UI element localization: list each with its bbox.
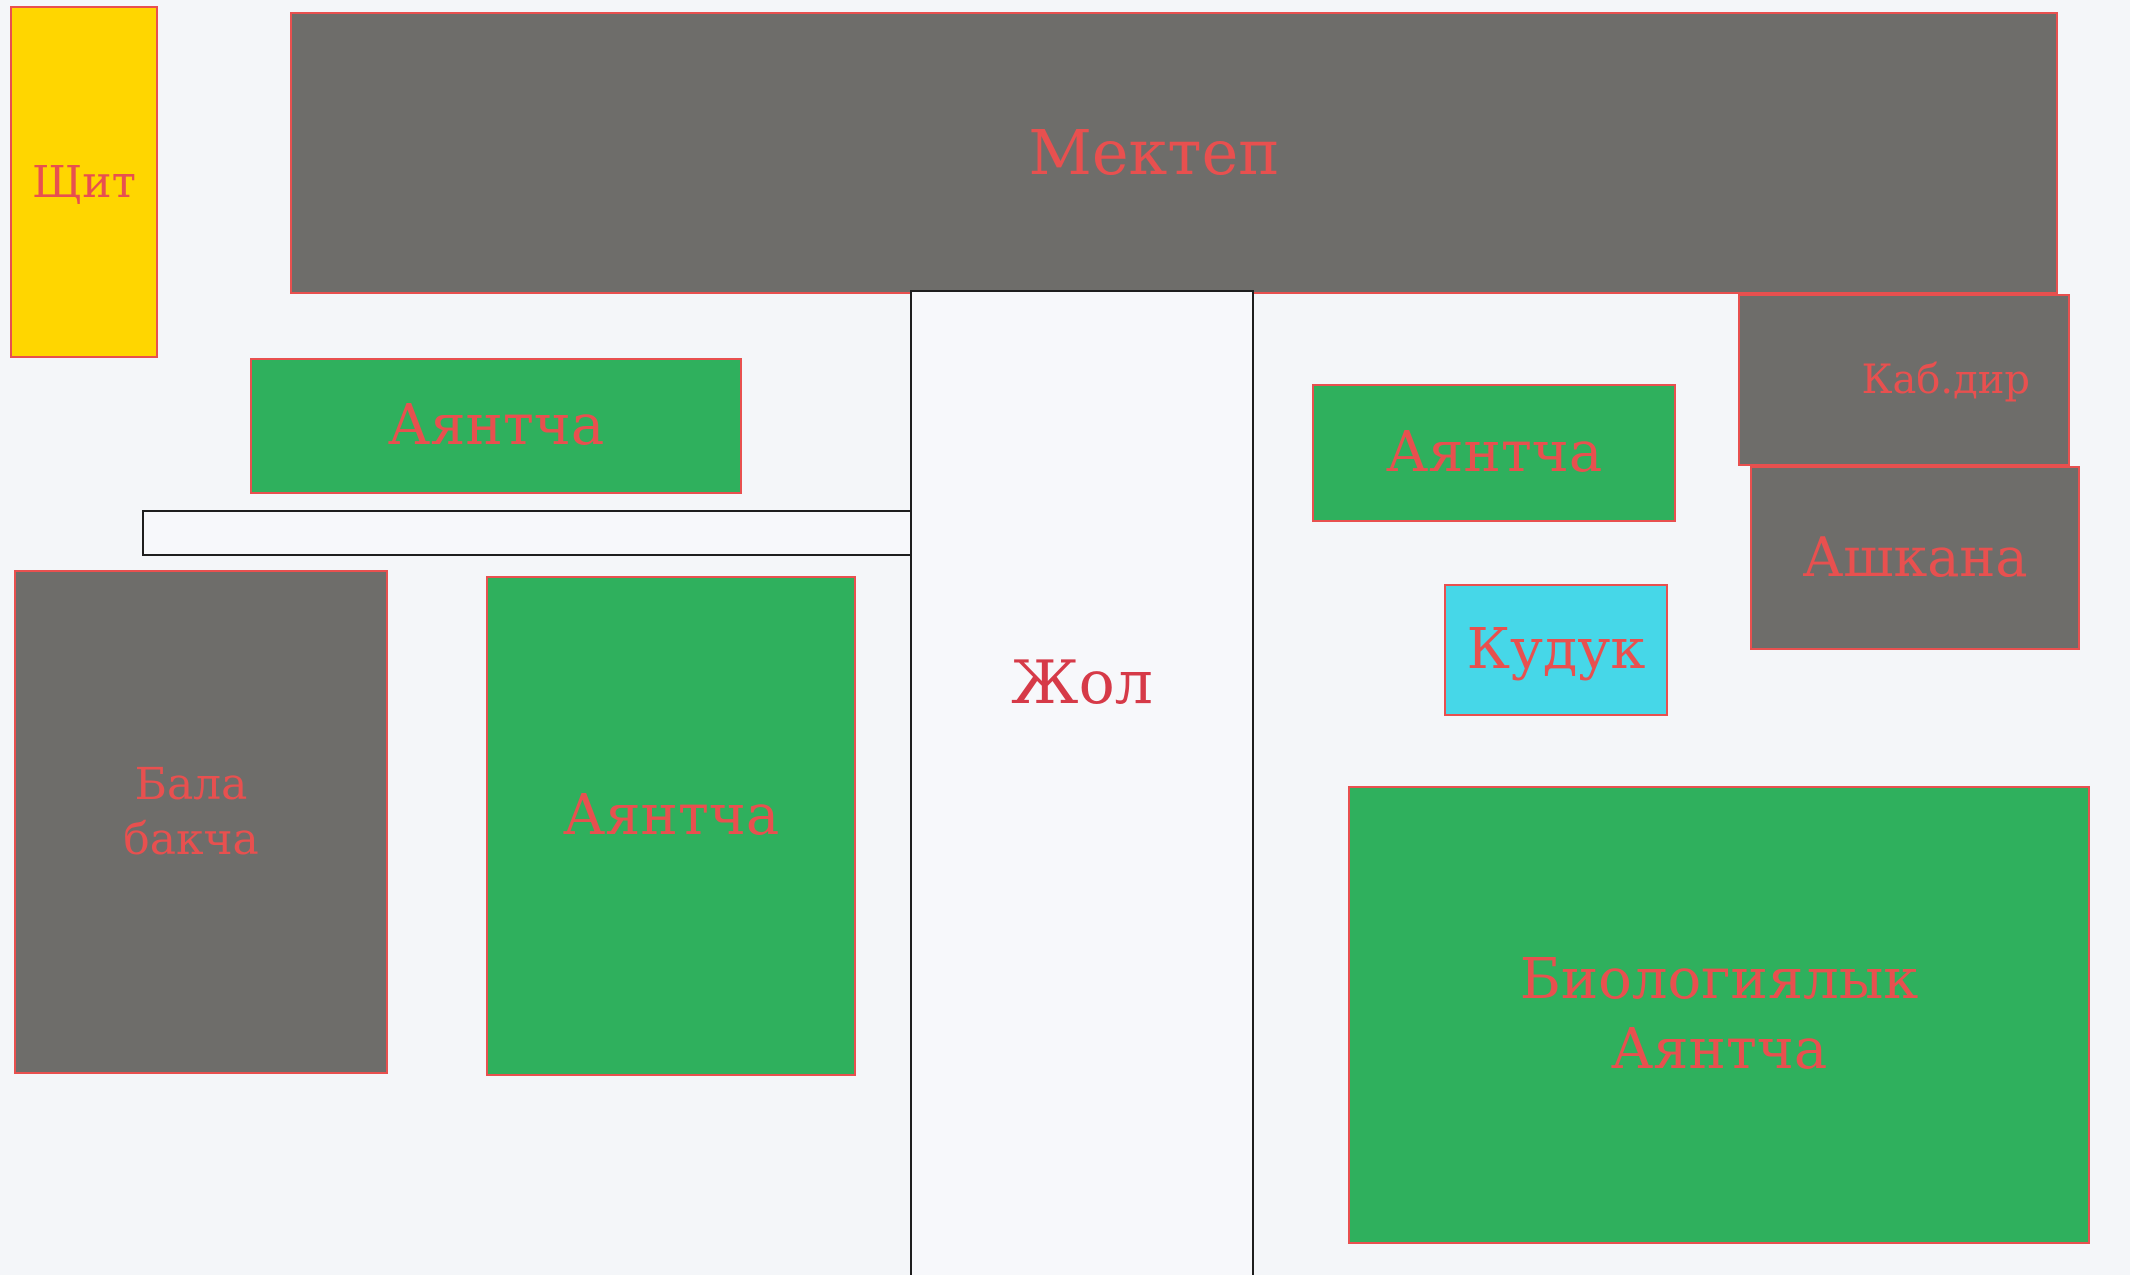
playground-mid-left-label: Аянтча: [562, 783, 780, 848]
biology-playground-label: Биологиялык Аянтча: [1519, 947, 1919, 1082]
well-label: Кудук: [1466, 617, 1646, 682]
road-label: Жол: [1011, 648, 1153, 718]
playground-mid-left: Аянтча: [486, 576, 856, 1076]
playground-top-left-label: Аянтча: [387, 393, 605, 458]
kindergarten-label: Бала бакча: [123, 759, 259, 865]
director-office-label: Каб.дир: [1861, 357, 2031, 403]
director-office-block: Каб.дир: [1738, 294, 2070, 466]
road-block: Жол: [910, 290, 1254, 1275]
playground-top-right-label: Аянтча: [1385, 420, 1603, 485]
canteen-label: Ашкана: [1802, 526, 2028, 590]
playground-top-left: Аянтча: [250, 358, 742, 494]
well-block: Кудук: [1444, 584, 1668, 716]
kindergarten-block: Бала бакча: [14, 570, 388, 1074]
school-building: Мектеп: [290, 12, 2058, 294]
shield-block: Щит: [10, 6, 158, 358]
side-path-strip: [142, 510, 916, 556]
playground-top-right: Аянтча: [1312, 384, 1676, 522]
canteen-block: Ашкана: [1750, 466, 2080, 650]
shield-label: Щит: [32, 156, 136, 208]
school-label: Мектеп: [1028, 116, 1280, 190]
biology-playground: Биологиялык Аянтча: [1348, 786, 2090, 1244]
